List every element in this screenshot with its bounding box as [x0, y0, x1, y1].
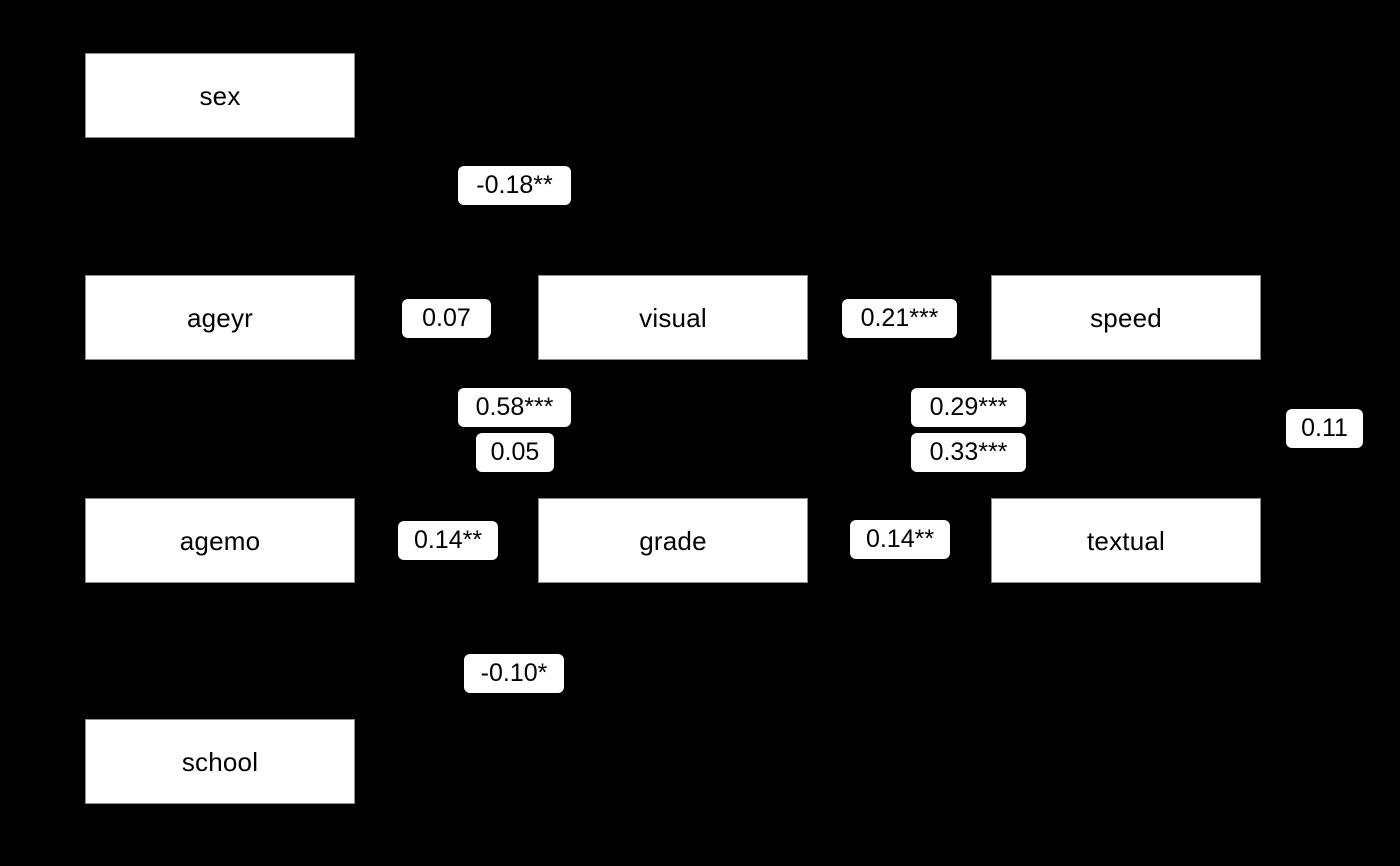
edge-label-ageyr-grade: 0.58*** [458, 388, 571, 427]
node-label: school [181, 746, 259, 777]
node-speed[interactable]: speed [991, 275, 1261, 360]
node-label: ageyr [186, 302, 254, 333]
node-label: sex [199, 80, 241, 111]
node-textual[interactable]: textual [991, 498, 1261, 583]
edge-label-school-grade: -0.10* [464, 654, 564, 693]
edge-label-sex-visual: -0.18** [458, 166, 571, 205]
edge-sex-visual [354, 95, 539, 291]
node-label: agemo [179, 525, 261, 556]
edge-label-speed-textual: 0.11 [1286, 409, 1363, 448]
edge-label-grade-speed: 0.33*** [911, 433, 1026, 472]
node-sex[interactable]: sex [85, 53, 355, 138]
node-label: textual [1086, 525, 1165, 556]
edge-label-agemo-grade: 0.14** [398, 521, 498, 560]
edge-label-grade-textual: 0.14** [850, 520, 950, 559]
node-agemo[interactable]: agemo [85, 498, 355, 583]
node-school[interactable]: school [85, 719, 355, 804]
edge-label-visual-textual: 0.29*** [911, 388, 1026, 427]
edge-school-grade [354, 561, 539, 741]
node-label: speed [1090, 302, 1162, 333]
node-label: grade [639, 525, 707, 556]
edge-label-visual-speed: 0.21*** [842, 299, 957, 338]
edge-grade-speed [807, 339, 992, 521]
node-visual[interactable]: visual [538, 275, 808, 360]
edge-label-ageyr-visual: 0.07 [402, 299, 491, 338]
node-label: visual [639, 302, 707, 333]
edge-label-agemo-visual: 0.05 [476, 433, 554, 472]
node-grade[interactable]: grade [538, 498, 808, 583]
edge-ageyr-grade [354, 339, 539, 521]
node-ageyr[interactable]: ageyr [85, 275, 355, 360]
